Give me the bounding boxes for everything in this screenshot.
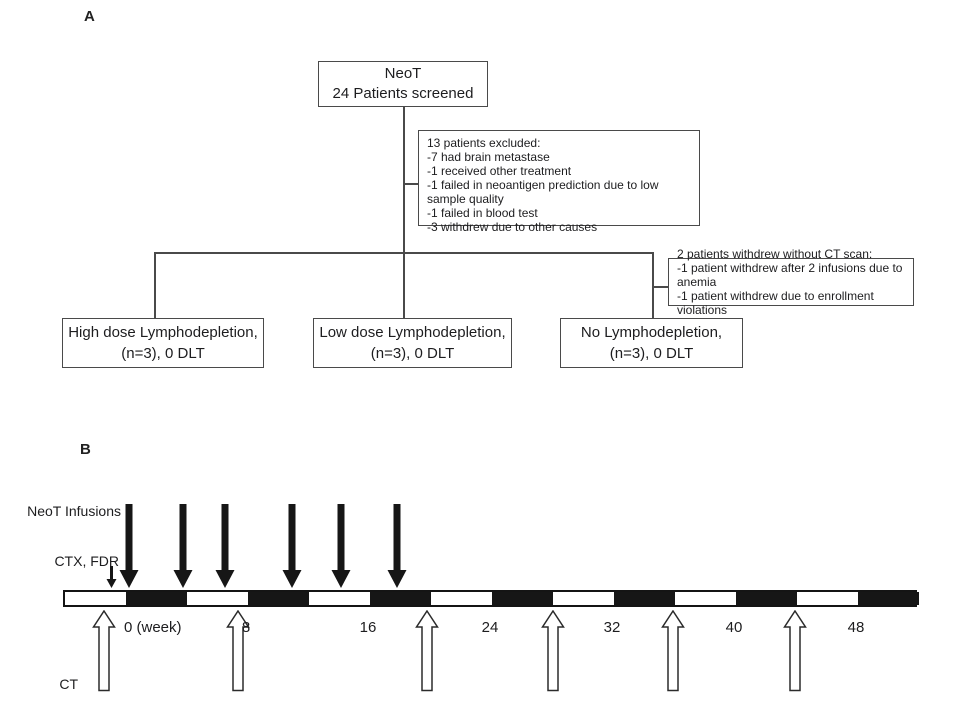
bar-segment — [675, 592, 736, 605]
bar-segment — [736, 592, 797, 605]
infusion-arrow-icon — [331, 504, 351, 593]
bar-segment — [858, 592, 919, 605]
arm-box-high-dose: High dose Lymphodepletion, (n=3), 0 DLT — [62, 318, 264, 368]
bar-segment — [492, 592, 553, 605]
infusion-arrow-icon — [387, 504, 407, 593]
text-line: (n=3), 0 DLT — [609, 345, 694, 362]
ct-arrow-icon — [540, 609, 565, 697]
infusion-arrow-icon — [215, 504, 235, 593]
infusion-arrow-icon — [173, 504, 193, 593]
text-line: -1 patient withdrew due to enrollment vi… — [677, 289, 874, 317]
connector-line — [652, 286, 668, 288]
ct-label: CT — [59, 676, 78, 692]
ct-arrow-icon — [415, 609, 440, 697]
ctx-fdr-arrow-icon — [106, 566, 117, 593]
text-line: -7 had brain metastase — [427, 150, 550, 164]
text-line: 13 patients excluded: — [427, 136, 541, 150]
panel-b-label: B — [80, 441, 91, 458]
bar-segment — [797, 592, 858, 605]
bar-segment — [553, 592, 614, 605]
text-line: (n=3), 0 DLT — [370, 345, 455, 362]
connector-line — [403, 107, 405, 253]
bar-segment — [248, 592, 309, 605]
week-label: 48 — [847, 619, 865, 636]
bar-segment — [126, 592, 187, 605]
neot-infusions-label: NeoT Infusions — [27, 503, 121, 519]
connector-line — [403, 252, 405, 318]
excluded-box: 13 patients excluded:-7 had brain metast… — [418, 130, 700, 234]
week-label: 0 (week) — [124, 619, 182, 636]
week-label: 32 — [603, 619, 621, 636]
ctx-fdr-label: CTX, FDR — [54, 553, 119, 569]
connector-line — [154, 252, 156, 318]
text-line: Low dose Lymphodepletion, — [319, 324, 506, 341]
text-line: -1 patient withdrew after 2 infusions du… — [677, 261, 903, 289]
ct-arrow-icon — [661, 609, 685, 697]
text-line: High dose Lymphodepletion, — [68, 324, 258, 341]
text-line: -1 received other treatment — [427, 164, 572, 178]
panel-a-label: A — [84, 8, 95, 25]
ct-arrow-icon — [226, 609, 251, 697]
bar-segment — [370, 592, 431, 605]
text-line: -1 failed in neoantigen prediction due t… — [427, 178, 659, 206]
ct-arrow-icon — [92, 609, 117, 697]
infusion-arrow-icon — [282, 504, 302, 593]
week-label: 16 — [359, 619, 377, 636]
bar-segment — [431, 592, 492, 605]
text-line: 24 Patients screened — [332, 85, 474, 102]
text-line: No Lymphodepletion, — [580, 324, 723, 341]
text-line: -1 failed in blood test — [427, 206, 538, 220]
text-line: -3 withdrew due to other causes — [427, 220, 598, 234]
week-label: 24 — [481, 619, 499, 636]
bar-segment — [614, 592, 675, 605]
withdrew-box: 2 patients withdrew without CT scan: -1 … — [668, 247, 914, 317]
text-line: (n=3), 0 DLT — [121, 345, 205, 362]
screened-box: NeoT 24 Patients screened — [318, 61, 488, 107]
week-label: 8 — [241, 619, 251, 636]
arm-box-low-dose: Low dose Lymphodepletion, (n=3), 0 DLT — [313, 318, 512, 368]
bar-segment — [309, 592, 370, 605]
ct-arrow-icon — [783, 609, 807, 697]
week-bar — [63, 590, 919, 607]
text-line: 2 patients withdrew without CT scan: — [677, 247, 873, 261]
infusion-arrow-icon — [119, 504, 139, 593]
text-line: NeoT — [384, 65, 422, 82]
arm-box-no-lymphodepletion: No Lymphodepletion, (n=3), 0 DLT — [560, 318, 743, 368]
bar-segment — [65, 592, 126, 605]
connector-line — [403, 183, 418, 185]
bar-segment — [187, 592, 248, 605]
connector-line — [652, 252, 654, 318]
week-label: 40 — [725, 619, 743, 636]
